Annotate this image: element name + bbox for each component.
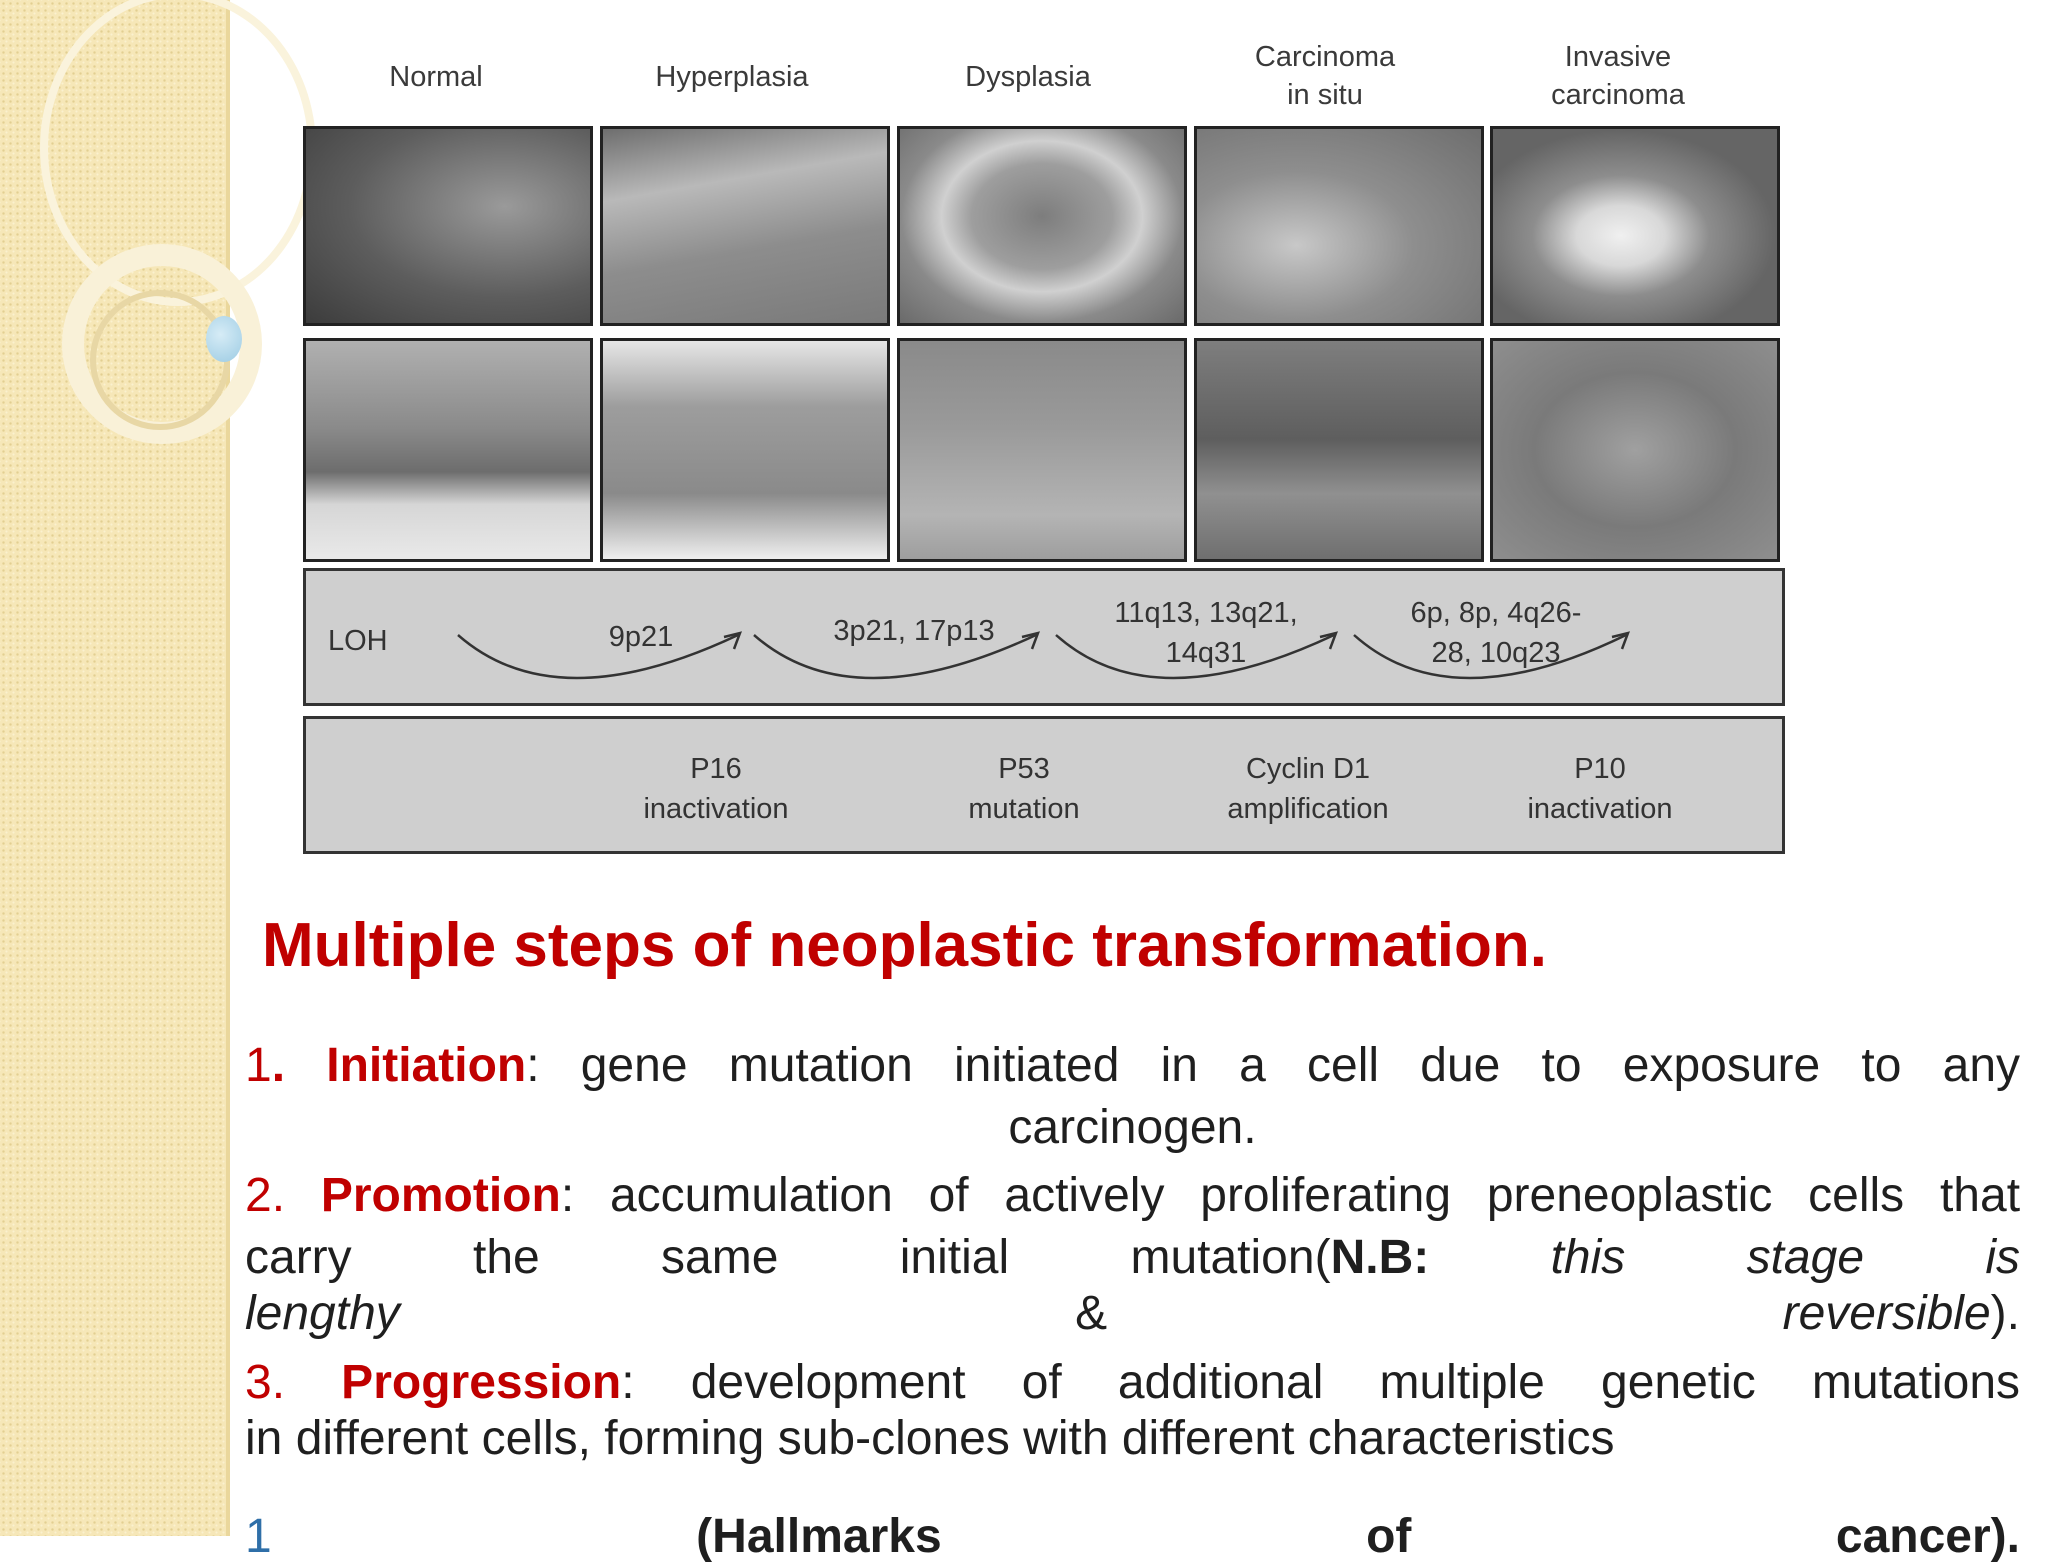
loh-region-3: 11q13, 13q21, 14q31 xyxy=(1114,597,1298,669)
gene-3-event: amplification xyxy=(1227,793,1389,825)
step-number: 3 xyxy=(245,1356,272,1409)
gene-3: Cyclin D1 amplification xyxy=(1198,749,1418,829)
histology-carcinoma-in-situ xyxy=(1194,338,1484,562)
gene-1-name: P16 xyxy=(690,753,742,785)
step-progression: 3. Progression: development of additiona… xyxy=(245,1352,2020,1470)
column-label-carcinoma-in-situ: Carcinoma in situ xyxy=(1254,41,1396,111)
step-progression-line2: in different cells, forming sub-clones w… xyxy=(245,1412,1615,1465)
step-initiation: 1. Initiation: gene mutation initiated i… xyxy=(245,1035,2020,1159)
gene-1-event: inactivation xyxy=(643,793,789,825)
gene-4-name: P10 xyxy=(1574,753,1626,785)
bottom-partial-line: 1 (Hallmarks of cancer). xyxy=(245,1510,2020,1563)
step-initiation-line1: 1. Initiation: gene mutation initiated i… xyxy=(245,1039,2021,1092)
column-label-invasive-carcinoma: Invasive carcinoma xyxy=(1551,41,1685,111)
bottom-bullet: 1 xyxy=(245,1510,272,1563)
loh-arrow-3 xyxy=(1055,633,1335,680)
column-label-hyperplasia: Hyperplasia xyxy=(655,61,809,93)
loh-region-2: 3p21, 17p13 xyxy=(833,615,995,647)
gene-2-name: P53 xyxy=(998,753,1050,785)
gene-3-name: Cyclin D1 xyxy=(1245,753,1371,785)
histology-normal xyxy=(303,338,593,562)
loh-arrow-4 xyxy=(1353,633,1627,680)
step-text: accumulation of actively proliferating p… xyxy=(609,1169,2021,1222)
step-term: Initiation xyxy=(326,1039,527,1092)
loh-region-1: 9p21 xyxy=(608,621,674,653)
gene-2: P53 mutation xyxy=(924,749,1124,829)
step-promotion-line1: 2. Promotion: accumulation of actively p… xyxy=(245,1169,2021,1222)
nb-label: N.B: xyxy=(1330,1231,1430,1284)
step-promotion-line3: lengthy & reversible). xyxy=(245,1287,2020,1340)
gene-1: P16 inactivation xyxy=(616,749,816,829)
clinical-photo-dysplasia xyxy=(897,126,1187,326)
histology-dysplasia xyxy=(897,338,1187,562)
loh-arrow-2 xyxy=(753,633,1037,680)
step-number: 1 xyxy=(245,1039,272,1092)
step-text: development of additional multiple genet… xyxy=(690,1356,2021,1409)
neoplastic-progression-figure: Normal Hyperplasia Dysplasia Carcinoma i… xyxy=(280,20,1800,860)
gene-4: P10 inactivation xyxy=(1490,749,1710,829)
clinical-photo-hyperplasia xyxy=(600,126,890,326)
step-text: gene mutation initiated in a cell due to… xyxy=(580,1039,2021,1092)
column-label-normal: Normal xyxy=(389,61,483,93)
histology-hyperplasia xyxy=(600,338,890,562)
histology-invasive-carcinoma xyxy=(1490,338,1780,562)
gene-4-event: inactivation xyxy=(1527,793,1673,825)
nb-text: this stage is xyxy=(1550,1231,2021,1284)
clinical-photo-invasive-carcinoma xyxy=(1490,126,1780,326)
loh-panel: LOH 9p21 3p21, 17p13 11q13, 13q21, 14q31… xyxy=(303,568,1785,706)
clinical-photo-normal xyxy=(303,126,593,326)
gene-2-event: mutation xyxy=(968,793,1080,825)
step-initiation-line2: carcinogen. xyxy=(1008,1101,1257,1154)
slide-title: Multiple steps of neoplastic transformat… xyxy=(262,911,1547,980)
column-label-dysplasia: Dysplasia xyxy=(965,61,1091,93)
step-number: 2 xyxy=(245,1169,272,1222)
decorative-ring-small xyxy=(90,290,230,430)
loh-arrow-1 xyxy=(457,633,739,680)
step-term: Progression xyxy=(341,1356,622,1409)
decorative-dot xyxy=(206,316,242,362)
loh-region-4: 6p, 8p, 4q26- 28, 10q23 xyxy=(1410,597,1582,669)
clinical-photo-carcinoma-in-situ xyxy=(1194,126,1484,326)
decorative-sidebar xyxy=(0,0,316,1536)
step-promotion: 2. Promotion: accumulation of actively p… xyxy=(245,1165,2020,1345)
step-term: Promotion xyxy=(320,1169,561,1222)
step-promotion-line2: carry the same initial mutation(N.B: thi… xyxy=(245,1231,2021,1284)
gene-alteration-panel: P16 inactivation P53 mutation Cyclin D1 … xyxy=(303,716,1785,854)
loh-label: LOH xyxy=(328,625,388,657)
step-progression-line1: 3. Progression: development of additiona… xyxy=(245,1356,2021,1409)
loh-arrows xyxy=(457,631,1631,680)
